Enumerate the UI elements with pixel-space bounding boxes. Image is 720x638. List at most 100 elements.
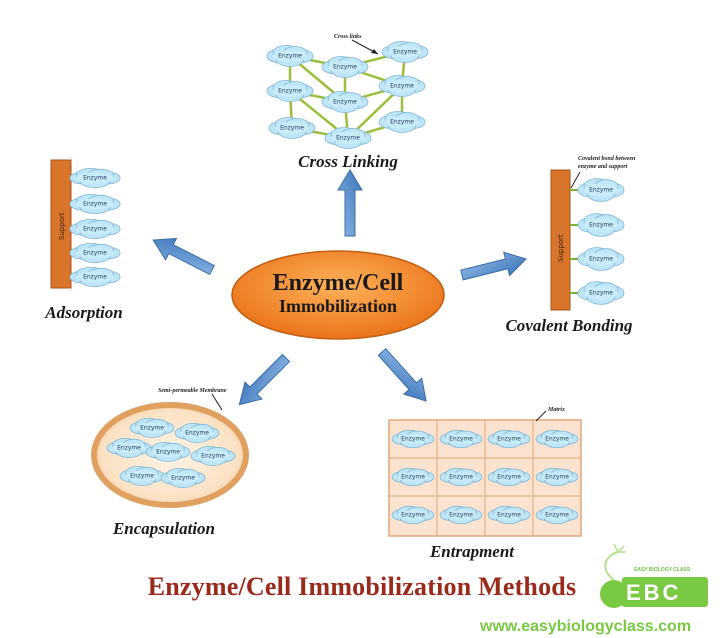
covalent-note-line1: Covalent bond between xyxy=(578,156,636,162)
adsorption-enzyme: Enzyme xyxy=(69,266,121,288)
matrix-note: Matrix xyxy=(547,407,565,413)
enzyme-label: Enzyme xyxy=(333,99,357,106)
enzyme-label: Enzyme xyxy=(449,474,473,481)
entrapment-enzyme: Enzyme xyxy=(535,467,579,487)
cross-linking-label: Cross Linking xyxy=(298,152,398,171)
covalent-support-label: Support xyxy=(557,234,565,262)
enzyme-label: Enzyme xyxy=(393,49,417,56)
adsorption-enzyme: Enzyme xyxy=(69,168,121,189)
arrow-down-left xyxy=(230,349,295,414)
encapsulation-enzyme: Enzyme xyxy=(190,445,236,467)
enzyme-label: Enzyme xyxy=(140,425,164,432)
enzyme-label: Enzyme xyxy=(280,125,304,132)
cross-linking-enzyme: Enzyme xyxy=(268,117,316,139)
adsorption-support-bar xyxy=(50,159,72,289)
enzyme-label: Enzyme xyxy=(390,83,414,90)
entrapment-enzyme: Enzyme xyxy=(439,429,483,449)
enzyme-label: Enzyme xyxy=(278,53,302,60)
enzyme-label: Enzyme xyxy=(449,436,473,443)
entrapment-enzyme: Enzyme xyxy=(487,429,531,449)
covalent-enzyme: Enzyme xyxy=(577,213,625,237)
enzyme-label: Enzyme xyxy=(156,449,180,456)
entrapment-enzyme: Enzyme xyxy=(391,429,435,449)
enzyme-label: Enzyme xyxy=(589,256,613,263)
enzyme-label: Enzyme xyxy=(401,512,425,519)
cross-linking-enzyme: Enzyme xyxy=(324,127,372,149)
cross-links-note: Cross links xyxy=(334,34,362,40)
entrapment-enzyme: Enzyme xyxy=(391,467,435,487)
enzyme-label: Enzyme xyxy=(130,473,154,480)
encapsulation-enzyme: Enzyme xyxy=(174,422,220,444)
covalent-bonding-label: Covalent Bonding xyxy=(505,316,633,335)
logo-box xyxy=(622,577,708,607)
enzyme-label: Enzyme xyxy=(589,187,613,194)
enzyme-label: Enzyme xyxy=(83,250,107,257)
matrix-lines xyxy=(389,420,581,536)
logo-leaf-icon xyxy=(600,580,628,608)
covalent-support-bar xyxy=(550,169,571,311)
covalent-note-line2: enzyme and support xyxy=(578,164,628,170)
encapsulation-label: Encapsulation xyxy=(112,519,215,538)
arrow-down-right xyxy=(372,343,436,410)
enzyme-label: Enzyme xyxy=(401,474,425,481)
arrow-left xyxy=(147,228,218,282)
enzyme-label: Enzyme xyxy=(545,436,569,443)
enzyme-label: Enzyme xyxy=(83,274,107,281)
enzyme-label: Enzyme xyxy=(333,64,357,71)
covalent-enzyme: Enzyme xyxy=(577,281,625,305)
adsorption-support-label: Support xyxy=(58,212,66,240)
enzyme-label: Enzyme xyxy=(117,445,141,452)
enzyme-label: Enzyme xyxy=(497,512,521,519)
enzyme-label: Enzyme xyxy=(171,475,195,482)
enzyme-label: Enzyme xyxy=(201,453,225,460)
entrapment-enzyme: Enzyme xyxy=(487,467,531,487)
entrapment-enzyme: Enzyme xyxy=(487,505,531,525)
covalent-enzyme: Enzyme xyxy=(577,178,625,202)
enzyme-label: Enzyme xyxy=(336,135,360,142)
cross-linking-enzyme: Enzyme xyxy=(321,91,369,113)
enzyme-label: Enzyme xyxy=(545,474,569,481)
adsorption-enzyme: Enzyme xyxy=(69,194,121,215)
encapsulation-enzyme: Enzyme xyxy=(145,441,191,463)
enzyme-label: Enzyme xyxy=(185,430,209,437)
cross-linking-enzyme: Enzyme xyxy=(378,75,426,97)
adsorption-label: Adsorption xyxy=(44,303,122,322)
enzyme-label: Enzyme xyxy=(401,436,425,443)
center-node: Enzyme/Cell Immobilization xyxy=(231,250,445,340)
encapsulation-enzyme: Enzyme xyxy=(160,467,206,489)
enzyme-label: Enzyme xyxy=(390,119,414,126)
page-title: Enzyme/Cell Immobilization Methods xyxy=(147,572,577,601)
site-url[interactable]: www.easybiologyclass.com xyxy=(480,618,692,635)
entrapment-enzyme: Enzyme xyxy=(439,467,483,487)
enzyme-label: Enzyme xyxy=(497,436,521,443)
cross-linking-enzyme: Enzyme xyxy=(266,80,314,102)
entrapment-enzyme: Enzyme xyxy=(391,505,435,525)
membrane-note: Semi-permeable Membrane xyxy=(158,388,227,394)
ebc-logo xyxy=(600,543,708,608)
cross-linking-panel: EnzymeEnzymeEnzymeEnzymeEnzymeEnzymeEnzy… xyxy=(266,34,429,171)
arrow-right xyxy=(458,246,530,288)
covalent-enzyme: Enzyme xyxy=(577,247,625,271)
encapsulation-enzyme: Enzyme xyxy=(129,417,175,439)
cross-linking-enzyme: Enzyme xyxy=(321,56,369,78)
enzyme-label: Enzyme xyxy=(589,222,613,229)
enzyme-label: Enzyme xyxy=(83,226,107,233)
entrapment-enzyme: Enzyme xyxy=(535,505,579,525)
covalent-bonds xyxy=(570,189,584,294)
logo-letters: EBC xyxy=(626,580,682,605)
enzyme-label: Enzyme xyxy=(545,512,569,519)
entrapment-label: Entrapment xyxy=(429,542,515,561)
cross-linking-enzyme: Enzyme xyxy=(381,41,429,63)
enzyme-label: Enzyme xyxy=(589,290,613,297)
center-title-line1: Enzyme/Cell xyxy=(273,270,404,296)
encapsulation-enzyme: Enzyme xyxy=(106,437,152,459)
cross-linking-enzyme: Enzyme xyxy=(378,111,426,133)
encapsulation-enzyme: Enzyme xyxy=(119,465,165,487)
enzyme-label: Enzyme xyxy=(83,201,107,208)
center-title-line2: Immobilization xyxy=(279,296,397,316)
enzyme-label: Enzyme xyxy=(278,88,302,95)
